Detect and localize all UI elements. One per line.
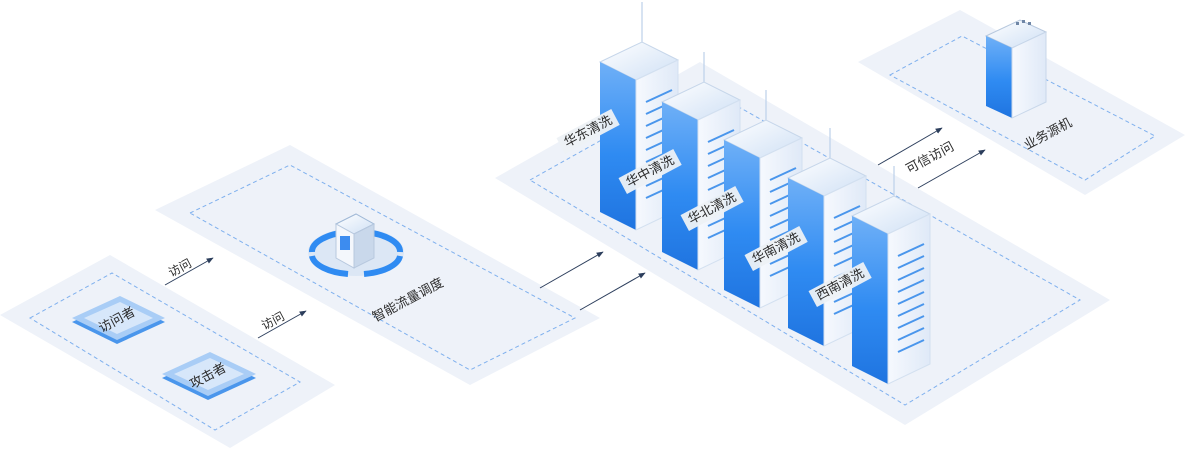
label-bg: [680, 185, 744, 231]
vent-line: [645, 89, 673, 103]
server-front: [662, 102, 698, 270]
label-bg: [556, 108, 620, 154]
access-arrow-1: 访问: [164, 256, 214, 286]
vent-line: [897, 255, 925, 269]
vent-line: [897, 315, 925, 329]
vent-line: [833, 205, 861, 219]
label-bg: [618, 148, 682, 194]
attacker-node: 攻击者: [162, 352, 256, 400]
server-front: [724, 140, 760, 308]
client-platform: [0, 255, 335, 448]
server-front: [852, 216, 888, 384]
server-front: [788, 178, 824, 346]
vent-line: [897, 291, 925, 305]
vent-line: [707, 129, 735, 143]
label-bg: [744, 225, 808, 271]
visitor-node: 访问者: [72, 296, 165, 344]
vent-line: [897, 243, 925, 257]
vent-line: [897, 327, 925, 341]
vent-line: [897, 267, 925, 281]
access-arrow-2: 访问: [257, 309, 307, 339]
vent-line: [897, 279, 925, 293]
vent-line: [897, 339, 925, 353]
label-bg: [808, 261, 872, 307]
vent-line: [897, 303, 925, 317]
forward-arrows: [539, 251, 646, 311]
vent-line: [769, 167, 797, 181]
server-front: [600, 62, 636, 230]
